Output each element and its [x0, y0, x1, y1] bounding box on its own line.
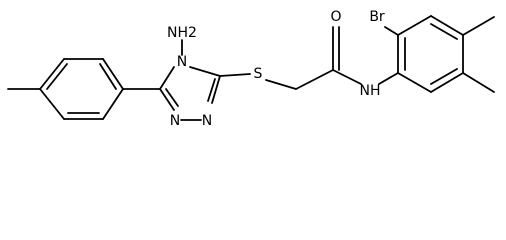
atom-label-bromine: Br — [369, 9, 385, 25]
bond-tolyl-ring-1 — [39, 58, 65, 90]
bond-c3-s — [219, 73, 251, 77]
bonds — [7, 15, 495, 121]
bond-c3-n2 — [211, 75, 221, 104]
bond-aryl-ring-5-inner — [430, 68, 458, 85]
atom-labels: NH2 S N N N O NH Br — [167, 9, 385, 129]
bond-aryl-methyl-2 — [462, 72, 495, 93]
bond-tolyl-ring-4 — [102, 88, 124, 120]
bond-c5-n4 — [159, 66, 175, 90]
atom-label-amino-n: NH2 — [167, 25, 197, 41]
bond-nh-aryl — [378, 72, 399, 85]
bond-ch2-carbonyl — [295, 69, 334, 90]
bond-n1-c5 — [159, 88, 175, 111]
bond-tolyl-ring-3-inner — [99, 63, 117, 90]
bond-n1-c5-inner — [165, 88, 179, 107]
bond-carbonyl-nh — [332, 69, 362, 85]
bond-s-ch2 — [265, 79, 297, 90]
bond-aryl-ring-6 — [397, 72, 432, 93]
bond-aryl-methyl-1 — [462, 16, 495, 36]
bond-aryl-br — [384, 26, 399, 36]
atom-label-carbonyl-o: O — [330, 9, 341, 25]
bond-n4-c3 — [189, 66, 221, 77]
atom-label-triazole-n2: N — [202, 113, 212, 129]
bond-aryl-ring-3-inner — [430, 23, 458, 40]
bond-aryl-ring-3 — [430, 15, 464, 36]
atom-label-triazole-n4: N — [177, 54, 187, 70]
molecule-structure: NH2 S N N N O NH Br — [7, 9, 495, 129]
bond-tolyl-ring-1-inner — [46, 63, 68, 90]
atom-label-triazole-n1: N — [170, 113, 180, 129]
atom-label-sulfur: S — [254, 66, 263, 82]
atom-label-amide-nh: NH — [360, 83, 381, 99]
bond-c3-n2-inner — [207, 78, 216, 102]
bond-aryl-ring-5 — [430, 72, 464, 93]
bond-aryl-ring-2 — [397, 15, 432, 36]
bond-tolyl-ring-6 — [39, 88, 65, 120]
bond-tolyl-ring-3 — [102, 58, 124, 90]
